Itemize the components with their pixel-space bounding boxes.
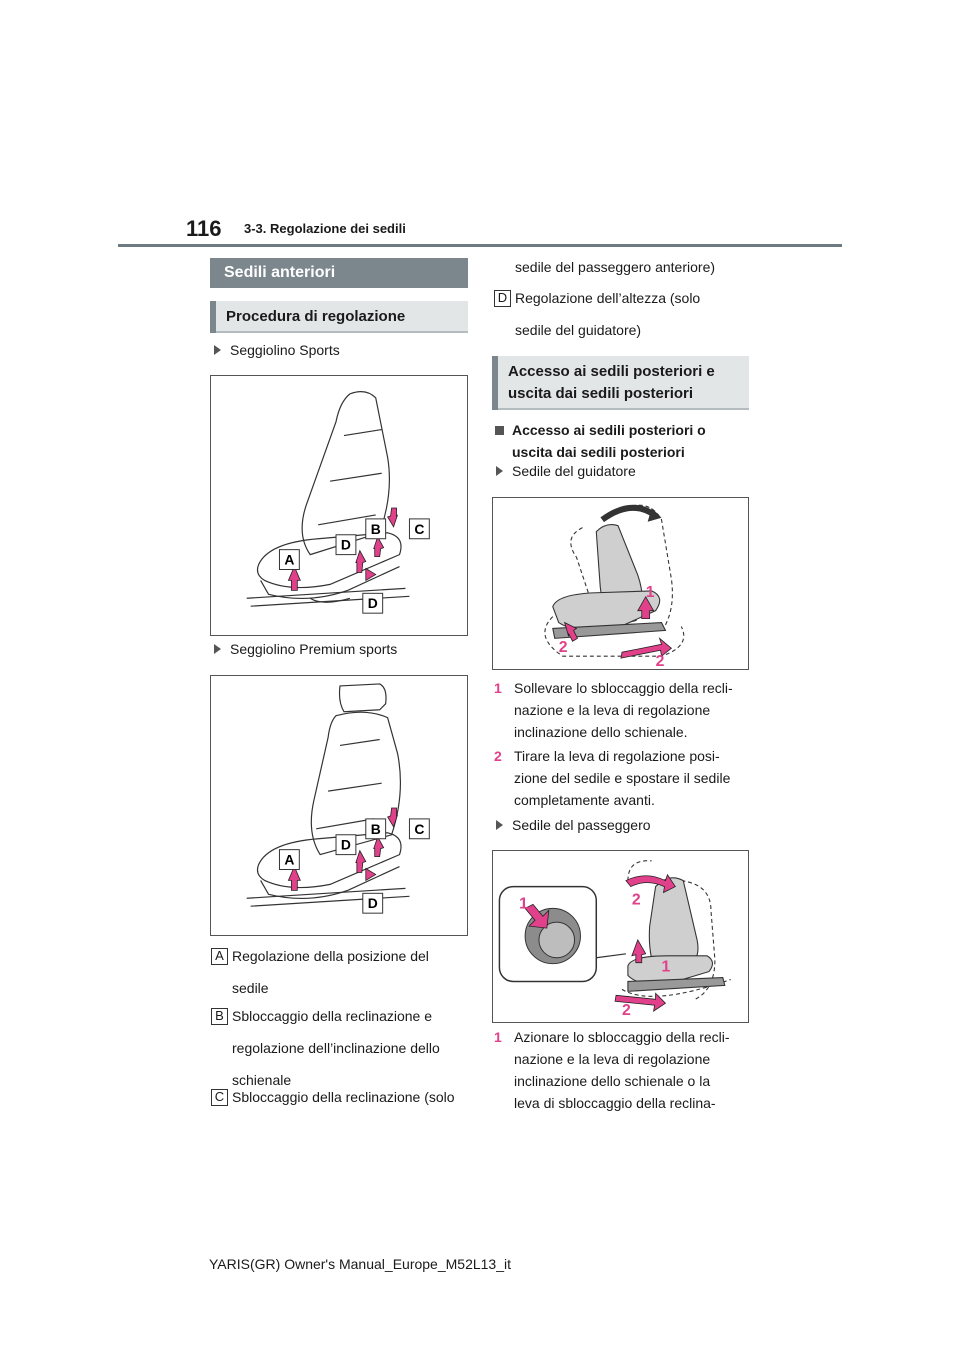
heading-rear-access: Accesso ai sedili posteriori o uscita da… — [495, 419, 755, 463]
triangle-bullet-icon — [214, 644, 221, 654]
figure-number-1: 1 — [519, 895, 528, 912]
figure-number-2b: 2 — [656, 653, 665, 669]
figure-label-c: C — [414, 821, 424, 837]
figure-label-d-lower: D — [368, 595, 378, 611]
figure-label-a: A — [284, 852, 294, 868]
caption-passenger-seat: Sedile del passeggero — [496, 816, 651, 834]
figure-number-1: 1 — [646, 584, 655, 601]
caption-driver-seat: Sedile del guidatore — [496, 462, 636, 480]
figure-label-b: B — [371, 821, 381, 837]
premium-seat-illustration: A B C D D — [246, 683, 430, 914]
legend-letter-a: A — [211, 947, 228, 965]
figure-label-d: D — [341, 837, 351, 853]
triangle-bullet-icon — [496, 466, 503, 476]
header-divider — [118, 244, 842, 247]
legend-continuation: sedile del passeggero anteriore) — [515, 259, 716, 275]
figure-number-2b: 2 — [622, 1002, 631, 1019]
figure-label-b: B — [371, 521, 381, 537]
caption-premium-sports-seat: Seggiolino Premium sports — [214, 640, 397, 658]
figure-label-d: D — [341, 537, 351, 553]
section-title-rear-access: Accesso ai sedili posteriori e uscita da… — [492, 356, 749, 410]
figure-number-1b: 1 — [662, 959, 671, 976]
figure-passenger-seat: 1 2 1 2 — [492, 850, 749, 1023]
figure-label-c: C — [414, 521, 424, 537]
triangle-bullet-icon — [496, 820, 503, 830]
triangle-bullet-icon — [214, 345, 221, 355]
legend-letter-c: C — [211, 1088, 228, 1106]
page-footer: YARIS(GR) Owner's Manual_Europe_M52L13_i… — [209, 1256, 511, 1272]
legend-letter-d: D — [494, 289, 511, 307]
driver-seat-illustration: 1 2 2 — [544, 504, 685, 669]
page-number: 116 — [186, 216, 222, 241]
figure-premium-seat: A B C D D — [210, 675, 468, 936]
figure-driver-seat: 1 2 2 — [492, 497, 749, 670]
figure-label-a: A — [284, 552, 294, 568]
figure-sports-seat: A B C D D — [210, 375, 468, 636]
square-bullet-icon — [495, 425, 504, 435]
figure-label-d-lower: D — [368, 895, 378, 911]
figure-number-2: 2 — [559, 639, 568, 656]
legend-letter-b: B — [211, 1007, 228, 1025]
section-reference: 3-3. Regolazione dei sedili — [244, 221, 406, 236]
caption-sports-seat: Seggiolino Sports — [214, 341, 340, 359]
section-title-front-seats: Sedili anteriori — [210, 258, 468, 288]
subsection-title-adjustment: Procedura di regolazione — [210, 301, 468, 333]
passenger-seat-illustration: 1 2 1 2 — [498, 860, 731, 1019]
sports-seat-illustration: A B C D D — [246, 391, 430, 614]
figure-number-2: 2 — [632, 891, 641, 908]
